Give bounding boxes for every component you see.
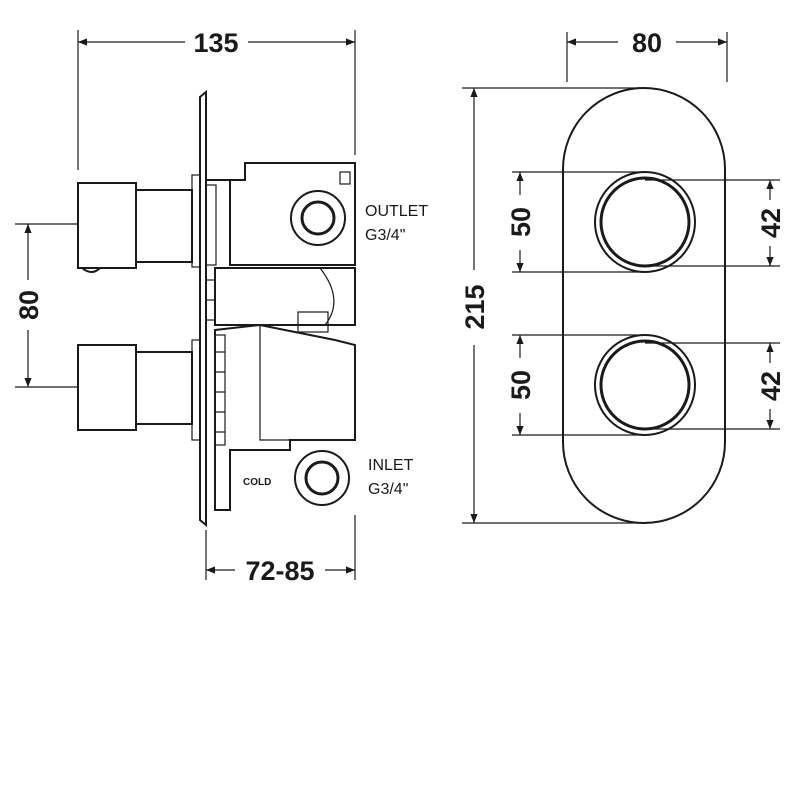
outlet-port [290,190,346,246]
dimension-lower-handle-height: 50 [506,334,645,436]
upper-flange [191,174,201,268]
upper-handle [77,182,137,269]
dimension-spindle-spacing: 80 [14,223,78,388]
svg-text:215: 215 [460,284,490,329]
svg-text:135: 135 [193,28,238,58]
dimension-lower-handle-diameter: 42 [645,342,786,430]
dimension-body-depth: 72-85 [205,515,356,586]
svg-text:42: 42 [756,208,786,238]
dimension-upper-handle-height: 50 [506,171,645,273]
upper-control-handle [594,171,696,273]
front-view: 80 215 50 42 [460,28,786,524]
svg-text:80: 80 [632,28,662,58]
outlet-thread-label: G3/4" [365,227,405,244]
lower-flange [191,339,201,441]
inlet-thread-label: G3/4" [368,481,408,498]
wall-plate [199,89,207,528]
svg-text:80: 80 [14,290,44,320]
dimension-plate-width: 80 [566,28,728,82]
upper-handle-sleeve [135,189,193,263]
cold-label: COLD [243,477,271,488]
svg-text:50: 50 [506,370,536,400]
upper-handle-grub-screw [81,267,101,273]
cover-plate [562,87,726,524]
lower-handle-sleeve [135,351,193,425]
inlet-port [294,450,350,506]
svg-text:42: 42 [756,371,786,401]
outlet-label: OUTLET [365,203,428,220]
side-view: COLD OUTLET G3/4" INLET G3/4" 135 80 [14,28,428,586]
valve-body [205,162,356,511]
dimension-plate-height: 215 [460,87,640,524]
dimension-overall-depth: 135 [77,28,356,170]
inlet-label: INLET [368,457,414,474]
svg-text:50: 50 [506,207,536,237]
lower-handle [77,344,137,431]
lower-control-handle [594,334,696,436]
svg-text:72-85: 72-85 [245,556,314,586]
dimension-upper-handle-diameter: 42 [645,179,786,267]
